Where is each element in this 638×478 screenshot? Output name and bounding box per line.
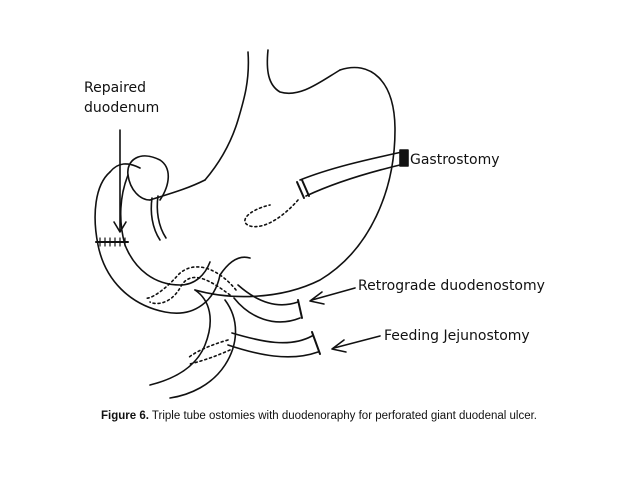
label-repaired-line2: duodenum — [84, 100, 159, 116]
feeding-internal-2 — [189, 349, 231, 365]
duodenum-cap — [109, 163, 141, 173]
duodenum-outer — [94, 171, 221, 314]
retrograde-arrow — [311, 287, 356, 301]
jejunum-lower — [169, 299, 237, 399]
stomach-greater-curvature — [194, 66, 396, 298]
feeding-tube-bottom — [227, 344, 319, 358]
feeding-internal — [187, 339, 229, 359]
esophagus — [204, 51, 250, 181]
gastrostomy-collar — [296, 179, 310, 199]
feeding-tube-top — [231, 332, 313, 344]
duodenum-inner — [119, 174, 211, 286]
pyloric-ridge-2 — [156, 195, 167, 239]
retrograde-tube-end — [297, 299, 303, 319]
caption-prefix: Figure 6. — [101, 410, 149, 422]
jejunum-upper — [149, 289, 211, 386]
gastrostomy-tube-cap — [399, 149, 409, 167]
retrograde-internal — [144, 266, 237, 299]
caption-text: Triple tube ostomies with duodenoraphy f… — [148, 410, 537, 422]
stomach-lesser-curvature — [149, 179, 206, 201]
gastrostomy-tube-bottom — [305, 163, 405, 197]
pylorus-upper — [127, 155, 170, 201]
feeding-tube-end — [311, 331, 321, 355]
label-retrograde: Retrograde duodenostomy — [358, 278, 545, 294]
gastrostomy-tube-top — [299, 151, 403, 181]
duodenum-lower — [219, 256, 251, 276]
retrograde-internal-2 — [149, 276, 231, 305]
retrograde-tube-bottom — [233, 297, 301, 323]
label-repaired-line1: Repaired — [84, 80, 146, 96]
feeding-arrow — [333, 335, 381, 349]
pyloric-ridge — [150, 197, 161, 241]
figure-caption: Figure 6. Triple tube ostomies with duod… — [0, 410, 638, 422]
esophagus-right-wall — [266, 49, 341, 95]
retrograde-tube-top — [237, 284, 299, 306]
label-feeding: Feeding Jejunostomy — [384, 328, 530, 344]
label-gastrostomy: Gastrostomy — [410, 152, 500, 168]
gastrostomy-internal — [244, 199, 299, 228]
